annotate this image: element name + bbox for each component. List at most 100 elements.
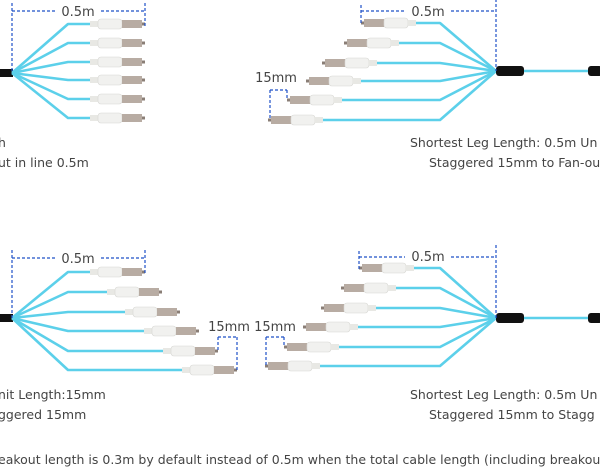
connector-ferrule (341, 286, 344, 290)
connector-ferrule (303, 325, 306, 329)
connector-housing (122, 268, 142, 276)
connector-housing (122, 95, 142, 103)
lc-connector (90, 112, 145, 124)
connector-boot (182, 367, 190, 373)
fiber-leg (11, 60, 91, 75)
connector-ferrule (361, 21, 364, 25)
connector-ferrule (344, 41, 347, 45)
connector-housing (122, 58, 142, 66)
connector-housing (309, 77, 329, 85)
fanout-boot (496, 66, 524, 76)
fiber-leg (357, 316, 497, 329)
lc-connector (107, 286, 162, 298)
connector-boot (90, 269, 98, 275)
caption-bottom-left-line1: nit Length:15mm (0, 387, 106, 402)
stagger-label-bottom-left: 15mm (208, 320, 250, 335)
stagger-label-bottom-right: 15mm (254, 320, 296, 335)
lc-connector (361, 17, 416, 29)
lc-connector (163, 345, 218, 357)
connector-body (189, 364, 215, 376)
fanout-boot (496, 313, 524, 323)
connector-boot (90, 96, 98, 102)
connector-ferrule (306, 79, 309, 83)
caption-bottom-right-line1: Shortest Leg Length: 0.5m Un (410, 387, 598, 402)
connector-boot (391, 40, 399, 46)
connector-housing (287, 343, 307, 351)
connector-boot (90, 59, 98, 65)
connector-housing (214, 366, 234, 374)
caption-top-right-line2: Staggered 15mm to Fan-ou (429, 155, 600, 170)
connector-housing (325, 59, 345, 67)
connector-body (97, 266, 123, 278)
panel-bottom-right (265, 245, 600, 372)
dimension-label-top-left: 0.5m (61, 5, 94, 20)
trunk-boot (588, 66, 600, 76)
fiber-leg (341, 69, 497, 102)
connector-body (151, 325, 177, 337)
connector-ferrule (142, 116, 145, 120)
connector-boot (334, 97, 342, 103)
connector-ferrule (215, 349, 218, 353)
lc-connector (265, 360, 320, 372)
connector-housing (347, 39, 367, 47)
dimension-label-bottom-left: 0.5m (61, 252, 94, 267)
connector-ferrule (321, 306, 324, 310)
lc-connector (144, 325, 199, 337)
fiber-leg (11, 316, 164, 353)
connector-ferrule (159, 290, 162, 294)
fiber-leg (376, 61, 497, 73)
connector-boot (90, 77, 98, 83)
fiber-leg (11, 317, 183, 372)
connector-body (287, 360, 313, 372)
connector-boot (368, 305, 376, 311)
connector-boot (90, 40, 98, 46)
connector-body (97, 18, 123, 30)
connector-ferrule (265, 364, 268, 368)
fiber-leg (415, 21, 497, 72)
connector-housing (271, 116, 291, 124)
connector-body (343, 302, 369, 314)
lc-connector (322, 57, 377, 69)
lc-connector (90, 74, 145, 86)
panel-bottom-left (0, 250, 238, 376)
connector-boot (312, 363, 320, 369)
lc-connector (359, 262, 414, 274)
fiber-leg (11, 71, 91, 82)
connector-body (114, 286, 140, 298)
connector-body (132, 306, 158, 318)
connector-ferrule (142, 22, 145, 26)
panel-top-right (268, 0, 600, 126)
lc-connector (344, 37, 399, 49)
fiber-leg (395, 286, 497, 320)
connector-body (309, 94, 335, 106)
lc-connector (90, 37, 145, 49)
connector-body (344, 57, 370, 69)
connector-body (325, 321, 351, 333)
connector-boot (408, 20, 416, 26)
connector-ferrule (142, 78, 145, 82)
footnote: eakout length is 0.3m by default instead… (0, 452, 600, 467)
fiber-leg (413, 266, 497, 319)
connector-housing (268, 362, 288, 370)
connector-boot (331, 344, 339, 350)
lc-connector (268, 114, 323, 126)
fiber-leg (398, 41, 497, 73)
lc-connector (287, 94, 342, 106)
connector-ferrule (322, 61, 325, 65)
connector-housing (139, 288, 159, 296)
connector-body (306, 341, 332, 353)
lc-connector (90, 93, 145, 105)
connector-body (290, 114, 316, 126)
caption-bottom-right-line2: Staggered 15mm to Stagg (429, 407, 595, 422)
connector-boot (315, 117, 323, 123)
panel-top-left (0, 3, 146, 124)
connector-boot (406, 265, 414, 271)
lc-connector (90, 266, 145, 278)
lc-connector (341, 282, 396, 294)
fiber-leg (319, 317, 497, 368)
lc-connector (306, 75, 361, 87)
connector-housing (176, 327, 196, 335)
connector-ferrule (234, 368, 237, 372)
connector-ferrule (284, 345, 287, 349)
